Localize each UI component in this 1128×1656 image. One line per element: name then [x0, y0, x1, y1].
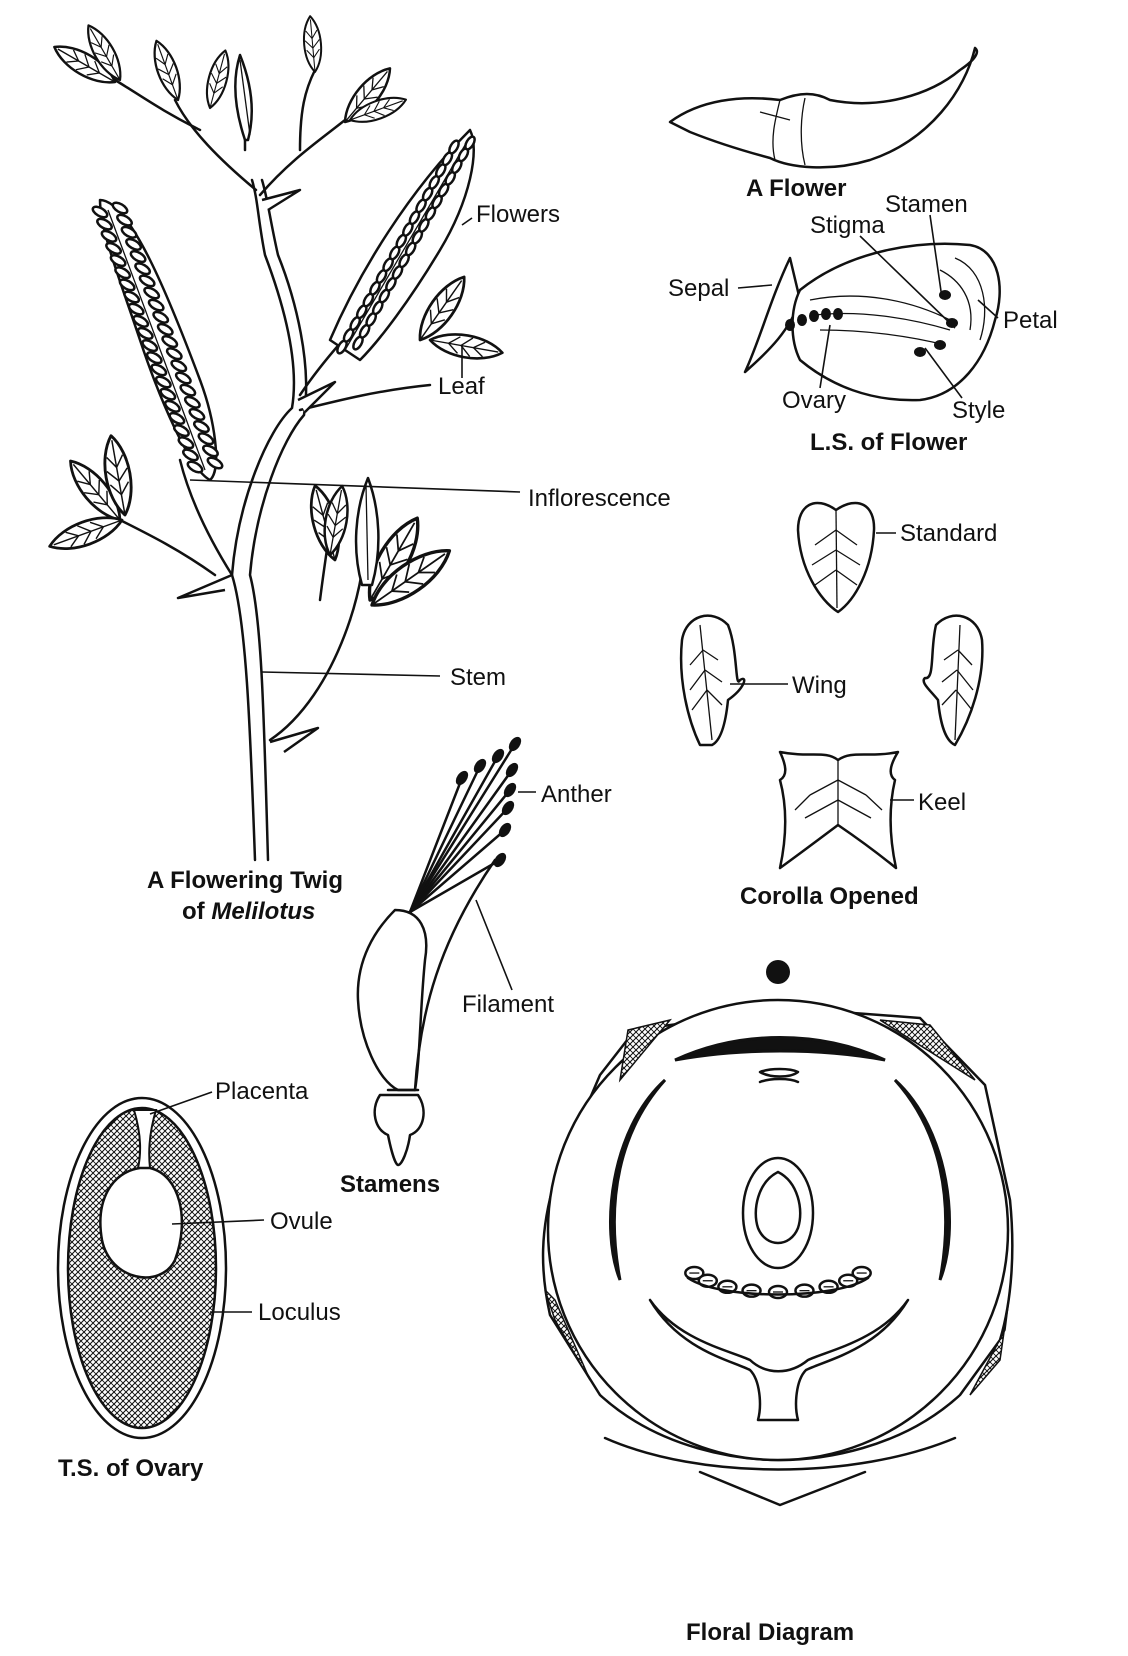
floral-diagram-illustration	[543, 960, 1012, 1505]
stigma-label: Stigma	[810, 212, 885, 239]
small-raceme	[235, 55, 251, 140]
sepal-label: Sepal	[668, 275, 729, 302]
ls-flower-caption: L.S. of Flower	[810, 429, 967, 456]
stamen-label: Stamen	[885, 191, 968, 218]
wing-petal-right	[924, 616, 983, 745]
ls-flower-illustration	[745, 244, 1000, 400]
anther-label: Anther	[541, 781, 612, 808]
keel-label: Keel	[918, 789, 966, 816]
standard-petal	[798, 503, 874, 612]
flower-caption: A Flower	[746, 175, 846, 202]
twig-caption-line1: A Flowering Twig	[147, 867, 343, 894]
loculus-label: Loculus	[258, 1299, 341, 1326]
mother-axis-dot	[766, 960, 790, 984]
flowers-leader	[462, 218, 472, 225]
style-label: Style	[952, 397, 1005, 424]
flowers-raceme	[330, 130, 477, 360]
filament	[410, 744, 515, 912]
sepal-leader	[738, 285, 772, 288]
stem-leader	[262, 672, 440, 676]
filament	[410, 770, 512, 912]
anther	[506, 735, 523, 754]
filament	[410, 830, 505, 912]
flower-illustration	[670, 48, 977, 167]
genus-name: Melilotus	[211, 898, 315, 925]
ts-ovary-illustration	[58, 1098, 226, 1438]
placenta-label: Placenta	[215, 1078, 309, 1105]
stamens-illustration	[358, 735, 524, 1165]
standard-label: Standard	[900, 520, 997, 547]
anther	[471, 757, 488, 776]
ovule-label: Ovule	[270, 1208, 333, 1235]
petal-label: Petal	[1003, 307, 1058, 334]
small-raceme-lower	[356, 478, 378, 585]
leaf-label: Leaf	[438, 373, 485, 400]
ts-ovary-caption: T.S. of Ovary	[58, 1455, 204, 1482]
flowering-twig-illustration	[46, 15, 505, 860]
wing-label: Wing	[792, 672, 847, 699]
floral-diagram-caption: Floral Diagram	[686, 1619, 854, 1646]
filament-leader	[476, 900, 512, 990]
stem-label: Stem	[450, 664, 506, 691]
stamens-caption: Stamens	[340, 1171, 440, 1198]
filament	[410, 778, 462, 912]
corolla-caption: Corolla Opened	[740, 883, 919, 910]
flowers-label: Flowers	[476, 201, 560, 228]
ovary-label: Ovary	[782, 387, 846, 414]
inflorescence-leader	[190, 480, 520, 492]
anther	[453, 769, 470, 788]
keel-petals	[780, 752, 898, 868]
wing-petal-left	[681, 616, 744, 745]
filament-label: Filament	[462, 991, 554, 1018]
twig-caption-line2: of Melilotus	[182, 898, 315, 925]
inflorescence-label: Inflorescence	[528, 485, 671, 512]
